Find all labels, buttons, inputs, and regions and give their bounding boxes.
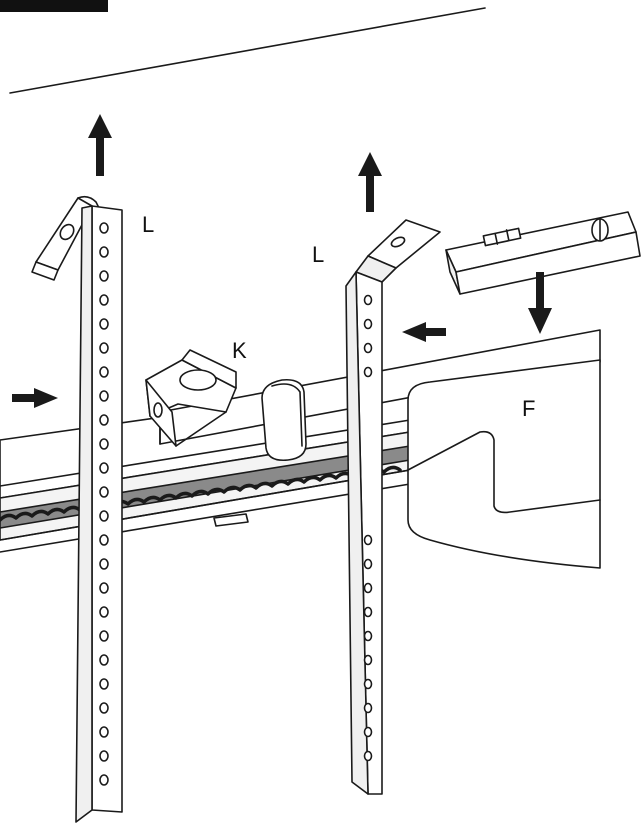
- up-arrow-icon: [358, 152, 382, 212]
- strap: [261, 378, 307, 462]
- motor-unit-f: [407, 359, 601, 569]
- right-arrow-icon: [12, 388, 58, 408]
- bracket-k: [145, 349, 237, 447]
- left-arrow-icon: [402, 322, 446, 342]
- label-f: F: [522, 396, 536, 421]
- label-l-right: L: [312, 242, 325, 267]
- corner-block: [0, 0, 108, 12]
- left-bracket-holes: [99, 222, 109, 786]
- left-bracket-l: [31, 195, 123, 823]
- ceiling-line: [9, 7, 486, 94]
- label-k: K: [232, 338, 247, 363]
- label-l-left: L: [142, 212, 155, 237]
- spirit-level-icon: [445, 211, 641, 295]
- right-bracket-holes: [363, 294, 373, 762]
- right-bracket-l: [345, 219, 441, 795]
- down-arrow-icon: [528, 272, 552, 334]
- up-arrow-icon: [88, 114, 112, 176]
